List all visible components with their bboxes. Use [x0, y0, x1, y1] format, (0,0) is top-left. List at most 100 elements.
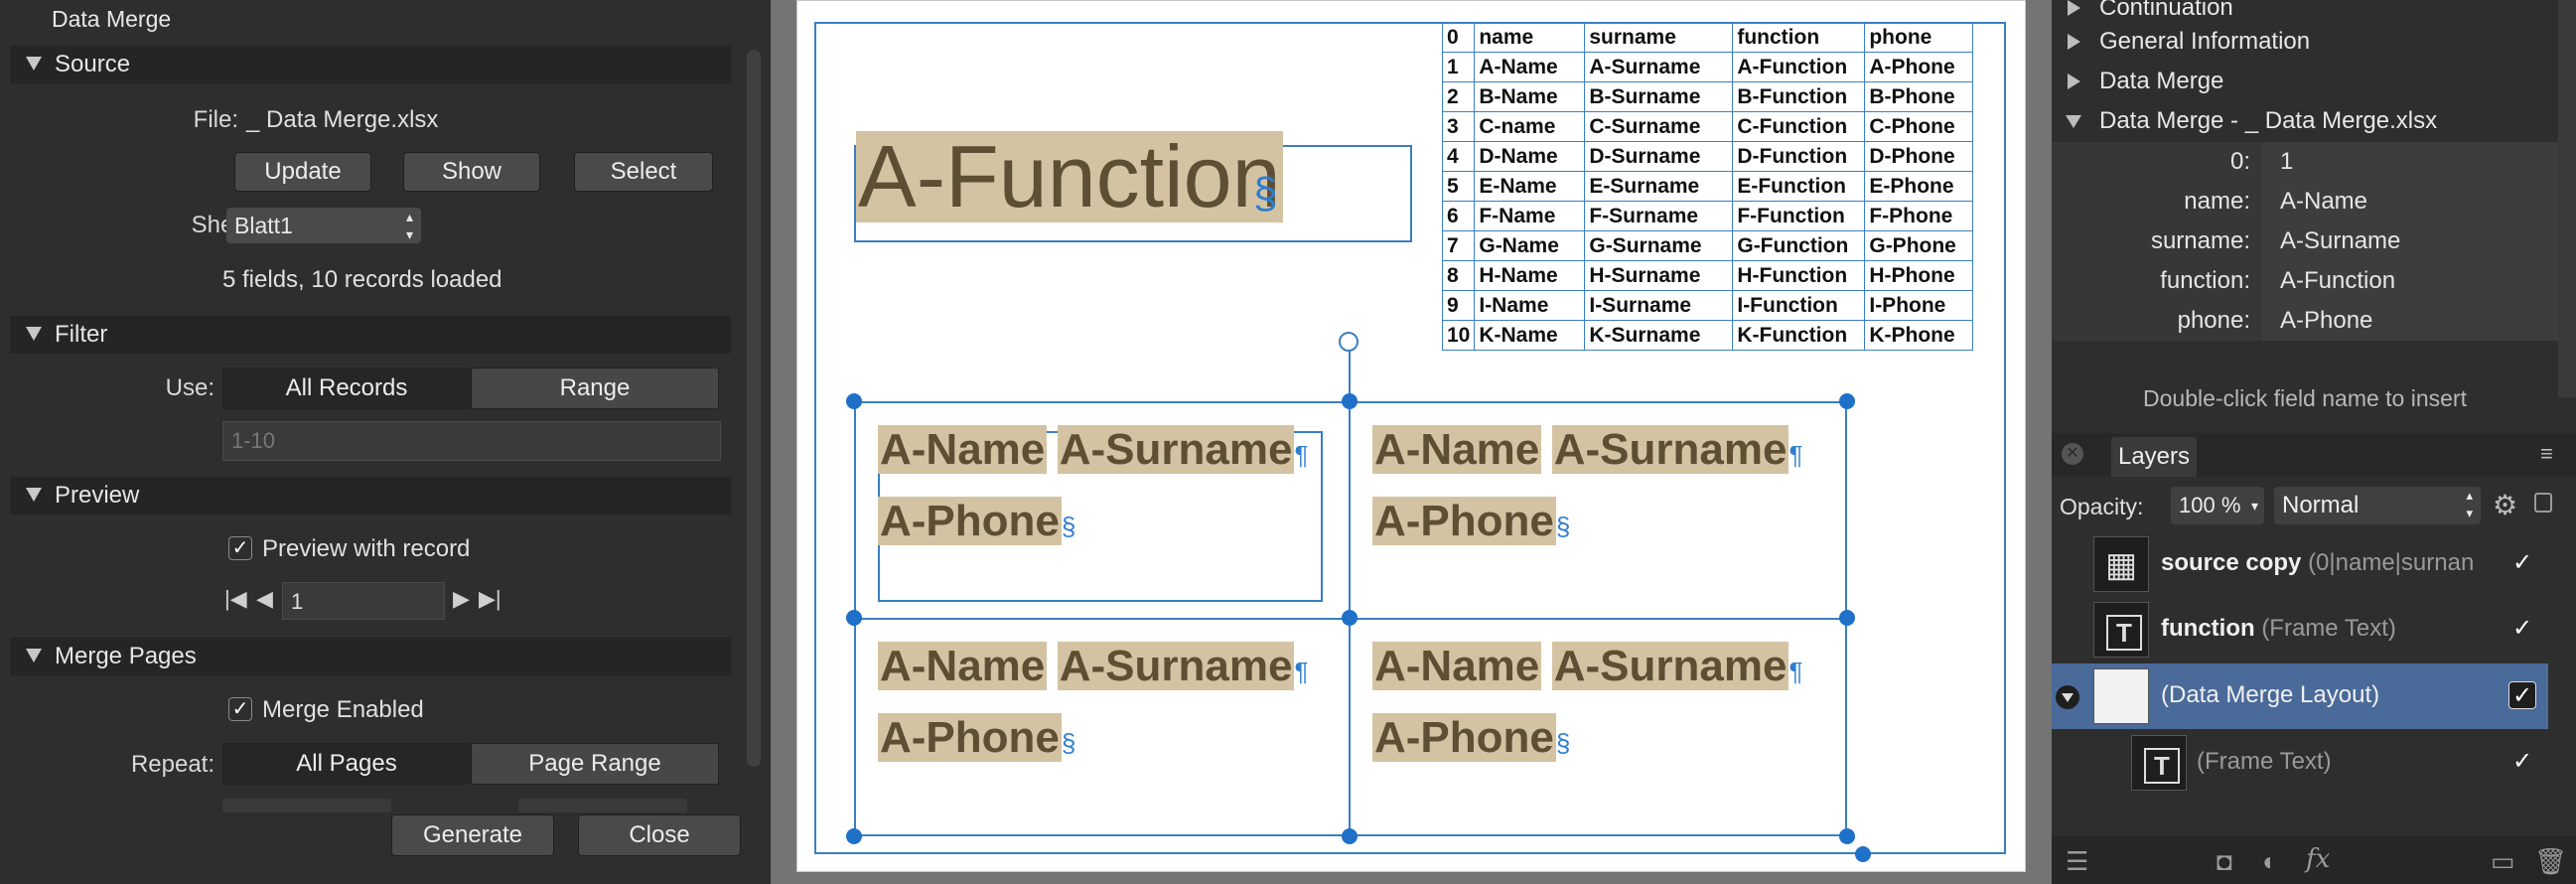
disclosure-triangle-icon[interactable]: [2068, 0, 2080, 16]
lock-icon[interactable]: [2534, 493, 2552, 513]
name-field[interactable]: A-Name: [878, 642, 1048, 690]
merge-enabled-checkbox[interactable]: ✓: [228, 697, 252, 721]
tree-item-data-merge-source[interactable]: Data Merge - _ Data Merge.xlsx: [2099, 107, 2438, 134]
dropdown-arrow-icon: ▾: [2250, 498, 2258, 514]
visibility-checkbox[interactable]: ✓: [2511, 615, 2533, 642]
selection-handle[interactable]: [846, 393, 862, 409]
field-key[interactable]: function:: [2160, 267, 2250, 294]
layer-row-data-merge-layout[interactable]: (Data Merge Layout) ✓: [2052, 663, 2548, 729]
opacity-field[interactable]: 100 % ▾: [2171, 487, 2264, 524]
selection-handle[interactable]: [1839, 393, 1855, 409]
merge-cell-3[interactable]: A-Name A-Surname¶: [878, 642, 1308, 691]
page-range-start-field[interactable]: [222, 799, 391, 812]
rotation-handle[interactable]: [1339, 332, 1359, 352]
phone-field[interactable]: A-Phone: [1372, 713, 1556, 762]
phone-field[interactable]: A-Phone: [1372, 497, 1556, 545]
field-key[interactable]: surname:: [2150, 227, 2250, 254]
select-button[interactable]: Select: [574, 152, 713, 192]
layer-row-frame-text[interactable]: T (Frame Text) ✓: [2052, 730, 2548, 796]
selection-handle[interactable]: [1839, 828, 1855, 844]
merge-cell-4[interactable]: A-Name A-Surname¶: [1372, 642, 1802, 691]
selection-handle[interactable]: [846, 610, 862, 626]
selection-handle[interactable]: [1342, 610, 1358, 626]
new-layer-icon[interactable]: ▭: [2491, 846, 2515, 876]
tree-item-general-information[interactable]: General Information: [2099, 28, 2311, 55]
layers-stack-icon[interactable]: ☰: [2066, 846, 2089, 876]
sheet-select[interactable]: Blatt1 ▴▾: [226, 208, 421, 243]
all-pages-option[interactable]: All Pages: [222, 743, 471, 785]
visibility-checkbox[interactable]: ✓: [2508, 681, 2536, 709]
disclosure-triangle-icon[interactable]: [2068, 34, 2080, 50]
selection-handle[interactable]: [846, 828, 862, 844]
merge-cell-2[interactable]: A-Name A-Surname¶: [1372, 425, 1802, 475]
fx-icon[interactable]: fx: [2306, 844, 2331, 874]
trash-icon[interactable]: 🗑: [2534, 846, 2568, 876]
first-record-icon[interactable]: |◀: [224, 586, 247, 611]
tab-layers[interactable]: Layers: [2111, 437, 2197, 477]
previous-record-icon[interactable]: ◀: [256, 586, 273, 611]
surname-field[interactable]: A-Surname: [1551, 425, 1789, 474]
panel-menu-icon[interactable]: ≡: [2540, 441, 2553, 466]
pilcrow-icon: ¶: [1294, 440, 1309, 470]
surname-field[interactable]: A-Surname: [1057, 425, 1295, 474]
page-range-end-field[interactable]: [518, 799, 687, 812]
gear-icon[interactable]: ⚙: [2493, 490, 2518, 520]
blend-mode-select[interactable]: Normal ▴▾: [2274, 487, 2481, 524]
merge-cell-1[interactable]: A-Name A-Surname¶: [878, 425, 1308, 475]
section-merge-pages-header[interactable]: Merge Pages: [10, 638, 731, 675]
selection-handle[interactable]: [1855, 846, 1871, 862]
preview-checkbox[interactable]: ✓: [228, 536, 252, 560]
field-key[interactable]: 0:: [2229, 148, 2250, 175]
table-cell: 1: [1441, 52, 1476, 82]
phone-field[interactable]: A-Phone: [878, 497, 1062, 545]
dialog-scrollbar[interactable]: [747, 50, 761, 767]
page-range-option[interactable]: Page Range: [471, 743, 719, 785]
close-button[interactable]: Close: [578, 814, 741, 856]
section-source-header[interactable]: Source: [10, 46, 731, 83]
record-number-input[interactable]: 1: [282, 582, 445, 620]
merge-cell-4-phone[interactable]: A-Phone§: [1372, 713, 1570, 763]
merge-cell-1-phone[interactable]: A-Phone§: [878, 497, 1075, 546]
phone-field[interactable]: A-Phone: [878, 713, 1062, 762]
close-panel-icon[interactable]: ✕: [2062, 443, 2083, 465]
surname-field[interactable]: A-Surname: [1551, 642, 1789, 690]
adjustment-icon[interactable]: ◐: [2262, 846, 2278, 876]
range-input[interactable]: 1-10: [222, 421, 721, 461]
layout-frame[interactable]: [814, 22, 2006, 854]
table-cell: F-Function: [1732, 201, 1866, 231]
name-field[interactable]: A-Name: [878, 425, 1048, 474]
disclosure-triangle-icon[interactable]: [2068, 74, 2080, 89]
next-record-icon[interactable]: ▶: [453, 586, 470, 611]
surname-field[interactable]: A-Surname: [1057, 642, 1295, 690]
merge-cell-2-phone[interactable]: A-Phone§: [1372, 497, 1570, 546]
last-record-icon[interactable]: ▶|: [479, 586, 501, 611]
selection-handle[interactable]: [1342, 828, 1358, 844]
merge-cell-3-phone[interactable]: A-Phone§: [878, 713, 1075, 763]
range-option[interactable]: Range: [471, 368, 719, 409]
mask-icon[interactable]: ◘: [2217, 846, 2232, 876]
update-button[interactable]: Update: [234, 152, 371, 192]
panel-scrollbar[interactable]: [2558, 0, 2576, 397]
selection-handle[interactable]: [1839, 610, 1855, 626]
all-records-option[interactable]: All Records: [222, 368, 471, 409]
disclosure-triangle-icon[interactable]: [2066, 115, 2081, 128]
tree-item-continuation[interactable]: Continuation: [2099, 0, 2233, 21]
name-field[interactable]: A-Name: [1372, 642, 1542, 690]
section-preview-header[interactable]: Preview: [10, 477, 731, 515]
field-key[interactable]: phone:: [2177, 307, 2250, 334]
table-cell: K-Name: [1474, 320, 1586, 351]
layer-row-source-copy[interactable]: ▦ source copy (0|name|surnan ✓: [2052, 531, 2548, 597]
section-filter-header[interactable]: Filter: [10, 316, 731, 354]
function-field-text[interactable]: A-Function: [856, 127, 1283, 225]
show-button[interactable]: Show: [403, 152, 540, 192]
field-key[interactable]: name:: [2184, 188, 2250, 215]
visibility-checkbox[interactable]: ✓: [2511, 549, 2533, 576]
tree-item-data-merge[interactable]: Data Merge: [2099, 68, 2224, 94]
visibility-checkbox[interactable]: ✓: [2511, 748, 2533, 775]
selection-handle[interactable]: [1342, 393, 1358, 409]
name-field[interactable]: A-Name: [1372, 425, 1542, 474]
generate-button[interactable]: Generate: [391, 814, 554, 856]
layer-row-function[interactable]: T function (Frame Text) ✓: [2052, 597, 2548, 663]
expand-triangle-icon[interactable]: [2056, 685, 2079, 709]
